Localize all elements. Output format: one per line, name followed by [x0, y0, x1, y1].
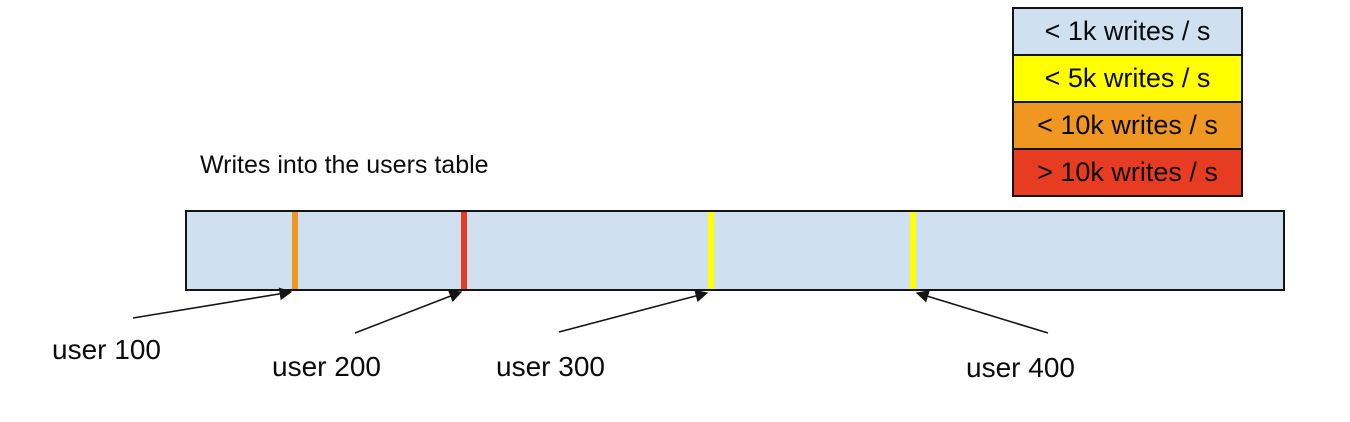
hotspot-stripe-user-400 — [910, 212, 916, 289]
arrow-user-100 — [132, 287, 293, 319]
arrow-user-300 — [558, 289, 709, 333]
arrow-user-200 — [354, 290, 463, 334]
legend-item-lt-5k: < 5k writes / s — [1012, 54, 1243, 103]
callout-label-user-100: user 100 — [52, 334, 161, 365]
arrow-user-400 — [915, 290, 1049, 334]
diagram-title: Writes into the users table — [200, 151, 489, 179]
legend-item-lt-10k: < 10k writes / s — [1012, 101, 1243, 150]
legend-item-gt-10k: > 10k writes / s — [1012, 148, 1243, 197]
hotspot-stripe-user-200 — [461, 212, 467, 289]
hotspot-stripe-user-100 — [292, 212, 298, 289]
hotspot-stripe-user-300 — [708, 212, 714, 289]
legend: < 1k writes / s < 5k writes / s < 10k wr… — [1012, 7, 1243, 197]
callout-label-user-400: user 400 — [966, 352, 1075, 383]
callout-label-user-200: user 200 — [272, 351, 381, 382]
users-table-keyspace-bar — [185, 210, 1285, 291]
legend-item-lt-1k: < 1k writes / s — [1012, 7, 1243, 56]
callout-label-user-300: user 300 — [496, 351, 605, 382]
